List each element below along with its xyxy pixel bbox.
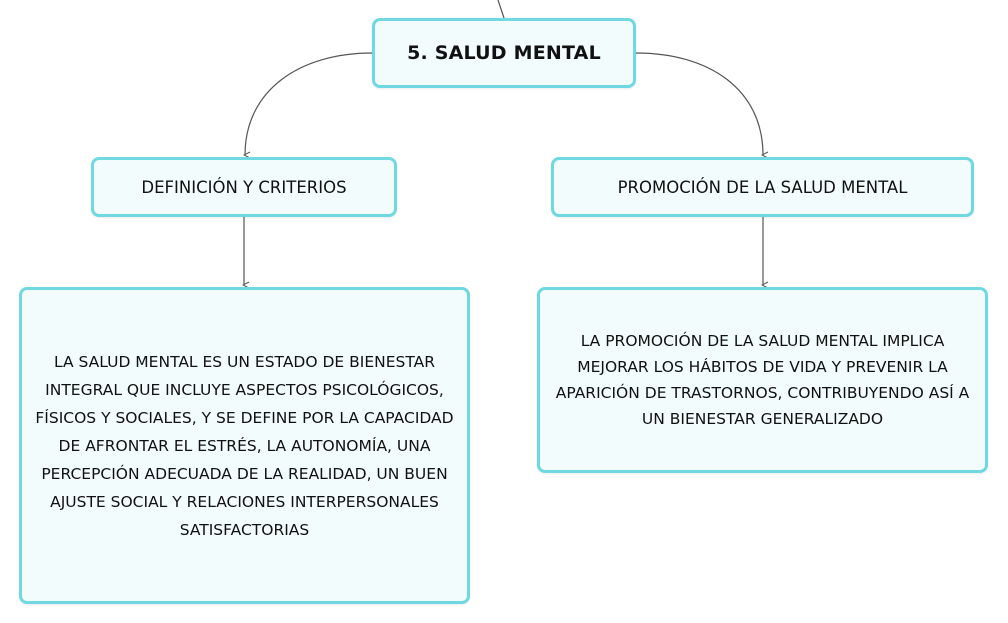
subtopic-node-promotion[interactable]: PROMOCIÓN DE LA SALUD MENTAL [551, 157, 974, 217]
subtopic-label-promotion: PROMOCIÓN DE LA SALUD MENTAL [617, 177, 908, 197]
detail-node-definition[interactable]: LA SALUD MENTAL ES UN ESTADO DE BIENESTA… [19, 287, 470, 604]
connector-root-to-left-header [245, 52, 373, 155]
connector-root-to-right-header [635, 52, 763, 155]
subtopic-node-definition[interactable]: DEFINICIÓN Y CRITERIOS [91, 157, 397, 217]
detail-text-promotion: LA PROMOCIÓN DE LA SALUD MENTAL IMPLICA … [555, 332, 970, 428]
subtopic-label-definition: DEFINICIÓN Y CRITERIOS [141, 177, 347, 197]
detail-node-promotion[interactable]: LA PROMOCIÓN DE LA SALUD MENTAL IMPLICA … [537, 287, 988, 473]
root-topic-node[interactable]: 5. SALUD MENTAL [372, 18, 636, 88]
connector-parent-to-root [497, 0, 505, 19]
root-topic-label: 5. SALUD MENTAL [407, 42, 601, 64]
detail-text-definition: LA SALUD MENTAL ES UN ESTADO DE BIENESTA… [35, 352, 454, 539]
